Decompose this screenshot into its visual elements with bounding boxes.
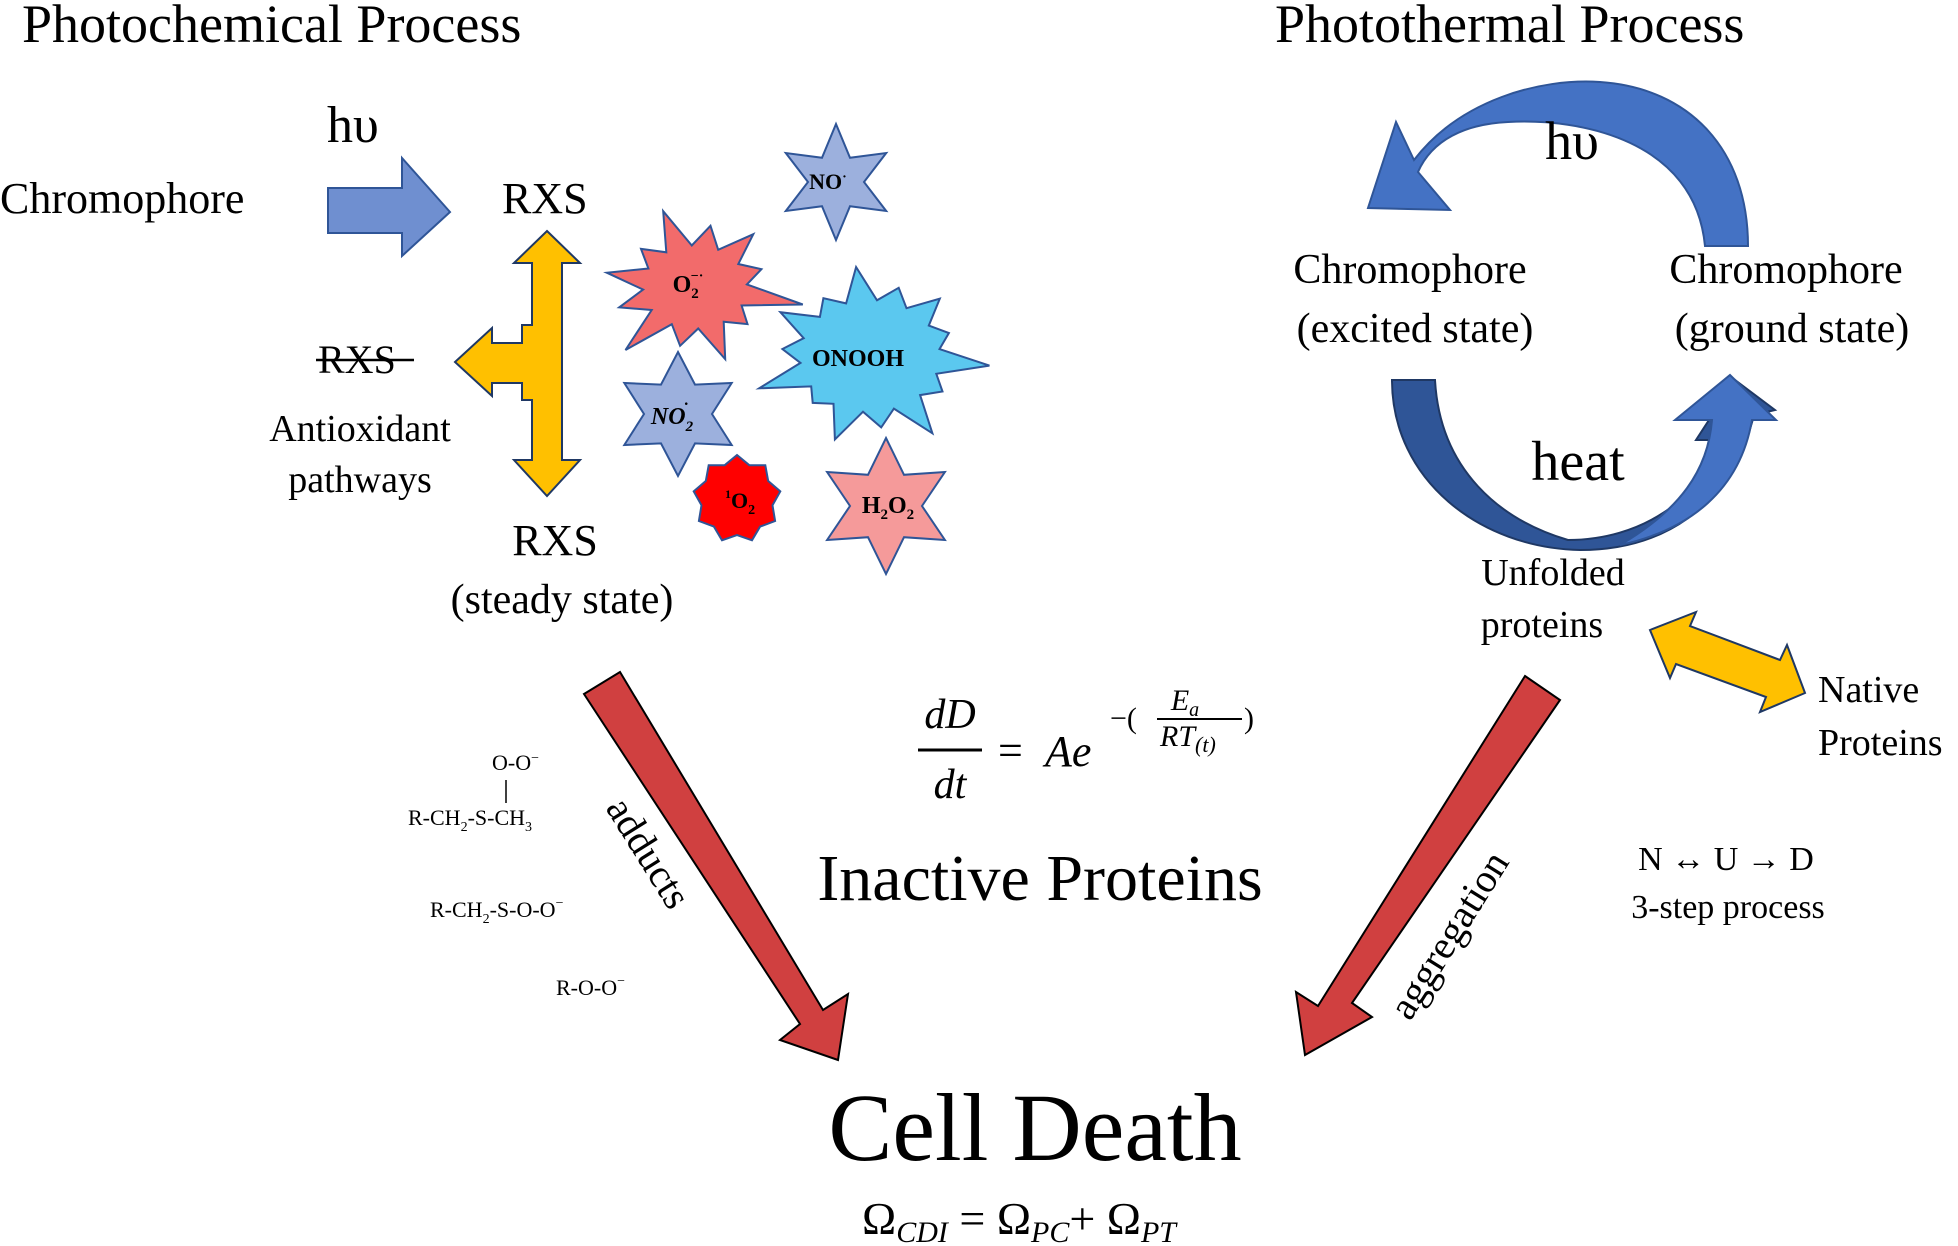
photochemical-light-label: hυ <box>327 97 379 154</box>
species-superoxide-burst <box>603 208 804 362</box>
native-line2: Proteins <box>1818 722 1943 764</box>
cell-death-title: Cell Death <box>828 1074 1241 1181</box>
eq-exp-open: −( <box>1110 702 1137 735</box>
eq-numerator: dD <box>924 692 975 738</box>
damage-rate-equation: dD dt = Ae −( Ea RT(t) ) <box>918 684 1254 808</box>
eq-ae: Ae <box>1042 727 1091 776</box>
species-no-star <box>783 121 889 243</box>
chromophore-label: Chromophore <box>0 174 244 223</box>
ground-state-line1: Chromophore <box>1669 247 1902 293</box>
adduct3: R-O-O− <box>556 974 625 1000</box>
heat-label: heat <box>1531 431 1625 493</box>
photothermal-light-label: hυ <box>1545 111 1599 171</box>
adduct1-top: O-O− <box>492 750 539 775</box>
aggregation-label: aggregation <box>1379 843 1517 1027</box>
rxs-equilibrium-arrow <box>453 229 583 498</box>
eq-rt: RT(t) <box>1159 720 1216 757</box>
reactive-species-group <box>603 121 990 577</box>
eq-denominator: dt <box>934 762 968 808</box>
folding-equilibrium-arrow <box>1648 610 1807 714</box>
chromophore-to-rxs-arrow <box>327 155 452 259</box>
three-step-label: 3-step process <box>1631 889 1825 926</box>
adducts-arrow <box>582 670 850 1062</box>
antioxidant-line1: Antioxidant <box>269 408 451 450</box>
aggregation-arrow <box>1294 674 1562 1057</box>
inactive-proteins-label: Inactive Proteins <box>817 842 1262 915</box>
rxs-top-label: RXS <box>502 174 588 223</box>
unfolded-line1: Unfolded <box>1481 552 1625 594</box>
rxs-bottom-label: RXS <box>512 516 598 565</box>
species-no-label: NO· <box>809 169 847 194</box>
eq-ea: Ea <box>1170 684 1199 721</box>
eq-equals: = <box>998 726 1023 775</box>
species-onooh-burst <box>755 264 990 442</box>
species-singlet-o2-seal <box>692 453 782 542</box>
cell-death-equation: ΩCDI = ΩPC+ ΩPT <box>862 1193 1178 1246</box>
species-h2o2-star <box>825 435 947 577</box>
heat-cycle-arrowhead <box>1619 373 1779 546</box>
photochemical-title: Photochemical Process <box>22 0 521 54</box>
adduct2: R-CH2-S-O-O− <box>430 896 564 927</box>
species-no2-star <box>622 349 734 479</box>
excitation-cycle-arrow <box>1366 80 1750 247</box>
excited-state-line2: (excited state) <box>1297 306 1534 352</box>
steady-state-label: (steady state) <box>451 577 674 623</box>
eq-exp-close: ) <box>1244 702 1254 735</box>
photothermal-title: Photothermal Process <box>1275 0 1744 54</box>
adduct1-chain: R-CH2-S-CH3 <box>408 805 532 835</box>
ground-state-line2: (ground state) <box>1675 306 1909 352</box>
species-no2-label: NO2· <box>650 396 694 435</box>
species-singlet-o2-label: 1O2 <box>725 487 755 518</box>
native-line1: Native <box>1818 669 1919 711</box>
species-h2o2-label: H2O2 <box>862 493 914 523</box>
antioxidant-line2: pathways <box>288 459 432 501</box>
species-onooh-label: ONOOH <box>812 346 904 372</box>
excited-state-line1: Chromophore <box>1293 247 1526 293</box>
species-superoxide-label: O2−· <box>673 269 704 302</box>
unfolded-line2: proteins <box>1481 604 1603 646</box>
nud-scheme: N ↔ U → D <box>1638 841 1814 878</box>
